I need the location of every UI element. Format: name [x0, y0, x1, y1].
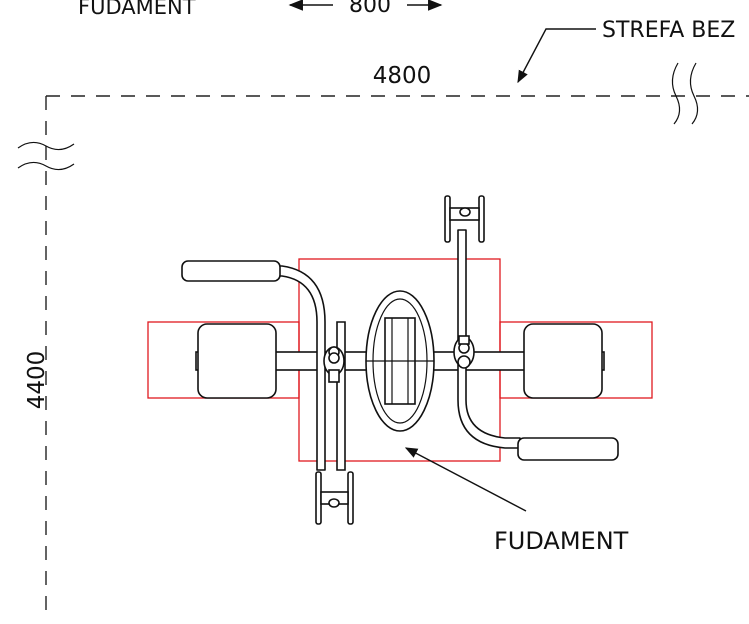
dimension-800-label: 800	[349, 0, 391, 18]
break-symbol-top	[671, 62, 699, 125]
center-oval-frame	[365, 290, 435, 432]
right-handle-grip	[517, 437, 619, 461]
seat-right	[523, 323, 603, 399]
height-dimension-label: 4400	[24, 351, 50, 410]
seat-left	[197, 323, 277, 399]
left-handle-grip	[181, 260, 281, 282]
width-dimension-label: 4800	[373, 63, 432, 89]
left-arm-tube-inner	[336, 321, 346, 471]
safety-zone-leader: STREFA BEZ	[517, 18, 735, 84]
break-symbol-left	[17, 141, 75, 171]
foundation-label-top: FUDAMENT	[78, 0, 196, 19]
safety-zone-label: STREFA BEZ	[602, 18, 735, 43]
left-footrest	[315, 471, 354, 525]
left-joint	[323, 346, 345, 383]
dimension-800: 800	[288, 0, 443, 18]
exercise-equipment	[181, 195, 619, 525]
right-joint	[453, 335, 475, 369]
foundation-label-bottom: FUDAMENT	[494, 527, 629, 555]
foundation-leader	[404, 447, 527, 512]
right-footrest	[444, 195, 485, 243]
